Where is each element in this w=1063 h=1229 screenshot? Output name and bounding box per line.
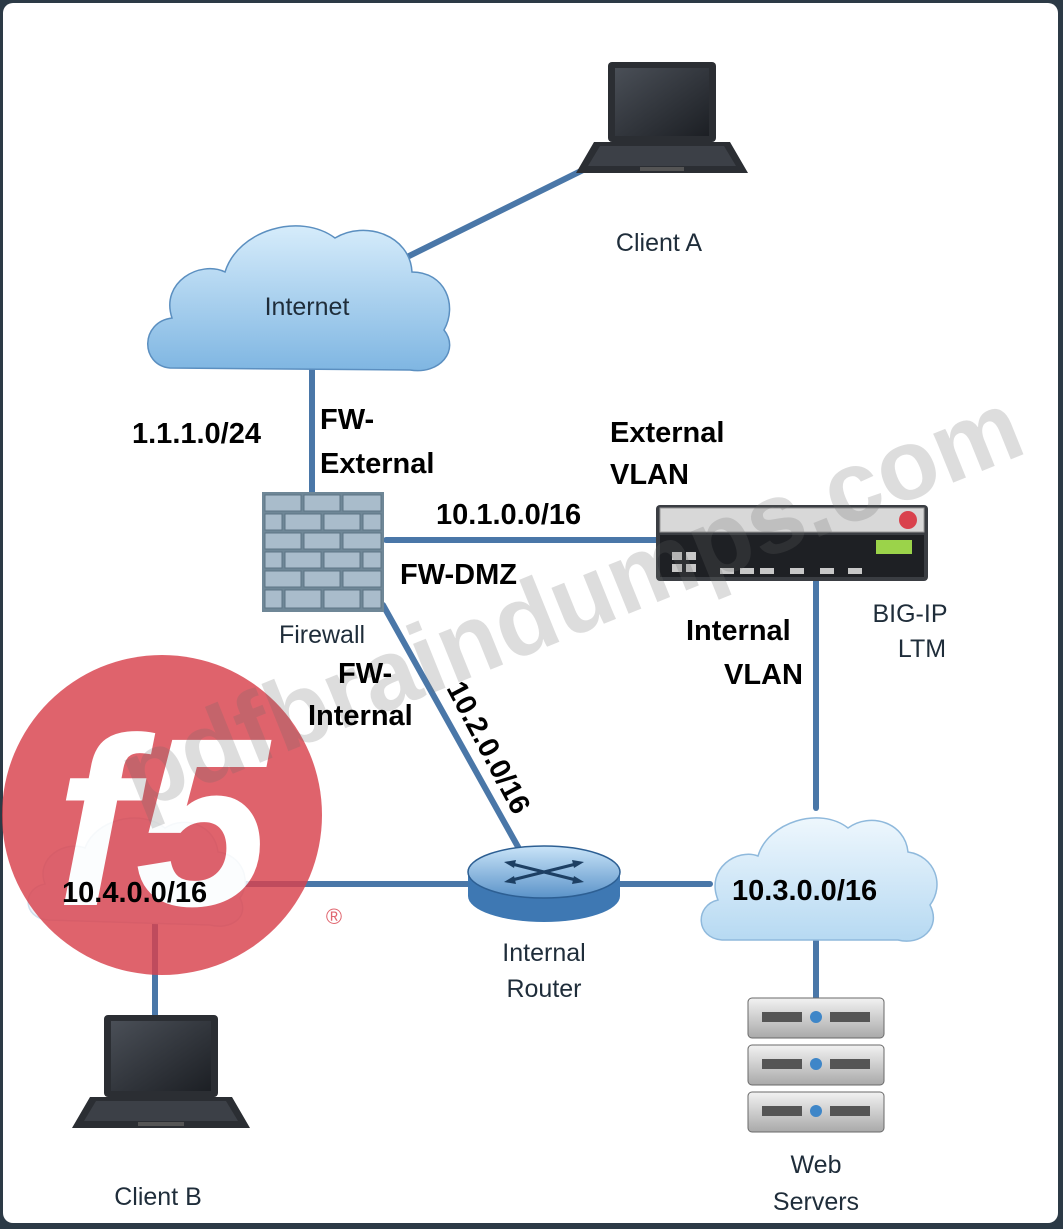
internet-network-label: 1.1.1.0/24 (132, 418, 261, 450)
firewall-label: Firewall (279, 621, 365, 649)
client-a-label: Client A (616, 229, 702, 257)
internet-cloud-icon (147, 225, 451, 372)
f5-logo-text: f5 (55, 688, 272, 956)
big-ip-ltm-appliance-icon (656, 505, 928, 581)
link-firewall-router (380, 602, 530, 866)
router-icon (467, 845, 621, 922)
router-label-line1: Internal (502, 939, 585, 967)
fw-external-label-line1: FW- (320, 404, 374, 436)
server-network-cloud-icon (700, 817, 938, 942)
internal-vlan-label-line1: Internal (686, 615, 791, 647)
internal-vlan-label-line2: VLAN (724, 659, 803, 691)
big-ip-label: BIG-IP (872, 600, 947, 628)
fw-external-label-line2: External (320, 448, 434, 480)
external-vlan-label-line1: External (610, 417, 724, 449)
laptop-icon (72, 1015, 250, 1128)
server-network-label: 10.3.0.0/16 (732, 875, 877, 907)
external-network-label: 10.1.0.0/16 (436, 499, 581, 531)
firewall-icon (262, 492, 384, 612)
laptop-icon (576, 62, 748, 173)
client-b-network-label: 10.4.0.0/16 (62, 877, 207, 909)
internet-label: Internet (265, 293, 350, 321)
web-servers-icon (747, 997, 885, 1133)
ltm-label: LTM (898, 635, 946, 663)
router-label-line2: Router (506, 975, 581, 1003)
fw-internal-label-line1: FW- (338, 658, 392, 690)
fw-dmz-label: FW-DMZ (400, 559, 517, 591)
web-servers-label-line1: Web (791, 1151, 842, 1179)
client-b-label: Client B (114, 1183, 202, 1211)
link-internet-client-a (402, 167, 586, 261)
fw-internal-label-line2: Internal (308, 700, 413, 732)
external-vlan-label-line2: VLAN (610, 459, 689, 491)
f5-logo-watermark: f5 (2, 655, 322, 975)
web-servers-label-line2: Servers (773, 1188, 859, 1216)
registered-mark: ® (326, 904, 342, 929)
